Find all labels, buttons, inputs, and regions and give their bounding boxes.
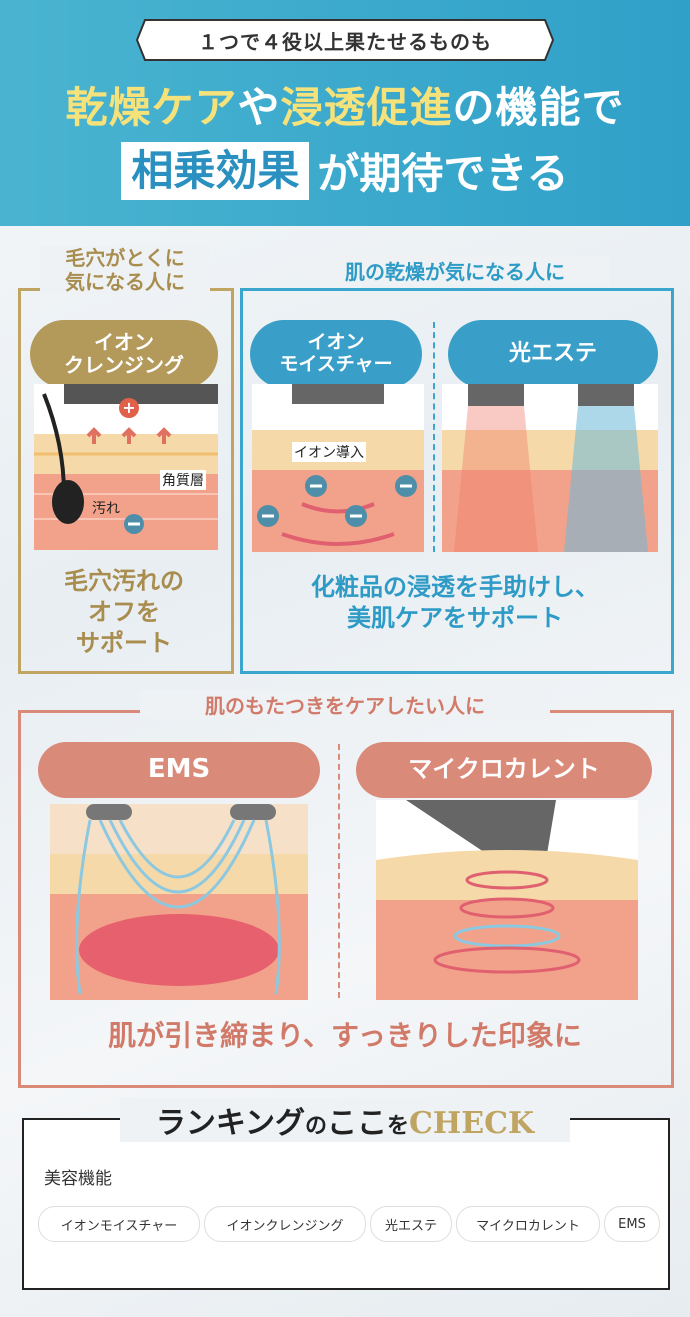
- section-beauty-functions: 美容機能: [44, 1169, 112, 1189]
- header-title-line2: 相乗効果 が期待できる: [0, 140, 690, 201]
- check-box: [22, 1118, 670, 1290]
- caption-dry: 化粧品の浸透を手助けし、 美肌ケアをサポート: [311, 573, 599, 633]
- illustration-microcurrent: [376, 800, 638, 1000]
- check-title-no: の: [305, 1114, 328, 1139]
- header-text-function: の機能で: [452, 83, 625, 132]
- illustration-pore: +: [34, 384, 218, 550]
- tag-light-esthe[interactable]: 光エステ: [370, 1206, 452, 1242]
- header-title-line1: 乾燥ケアや浸透促進の機能で: [0, 74, 690, 135]
- pill-ion-cleansing: イオン クレンジング: [30, 320, 218, 388]
- panel-dry-title: 肌の乾燥が気になる人に: [300, 256, 610, 285]
- header-highlight-penetration: 浸透促進: [280, 83, 453, 132]
- divider-sag: [338, 744, 340, 998]
- panel-sag-title: 肌のもたつきをケアしたい人に: [140, 690, 550, 719]
- pill-ion-moisture: イオン モイスチャー: [250, 320, 422, 388]
- illustration-light-esthe: [442, 384, 658, 552]
- panel-dry: [240, 288, 674, 674]
- tag-ion-moisture[interactable]: イオンモイスチャー: [38, 1206, 200, 1242]
- label-ion-introduction: イオン導入: [292, 442, 366, 462]
- tag-ems[interactable]: EMS: [604, 1206, 660, 1242]
- pill-microcurrent: マイクロカレント: [356, 742, 652, 798]
- illustration-ion-moisture: [252, 384, 424, 552]
- header-boxed-synergy: 相乗効果: [121, 141, 310, 200]
- caption-sag: 肌が引き締まり、すっきりした印象に: [108, 1019, 582, 1052]
- check-title: ランキングのここをCHECK: [120, 1098, 570, 1142]
- header-text-expected: が期待できる: [317, 149, 569, 198]
- check-title-check: CHECK: [409, 1106, 535, 1141]
- pill-ems: EMS: [38, 742, 320, 798]
- svg-text:+: +: [122, 398, 135, 417]
- caption-pore: 毛穴汚れの オフを サポート: [64, 567, 184, 658]
- label-stratum-corneum: 角質層: [160, 470, 206, 490]
- panel-pore-title: 毛穴がとくに 気になる人に: [40, 246, 210, 294]
- ribbon-shape: [135, 19, 555, 61]
- header-highlight-dry: 乾燥ケア: [65, 83, 238, 132]
- divider-dry: [433, 322, 435, 552]
- check-title-wo: を: [387, 1114, 410, 1139]
- tag-ion-cleansing[interactable]: イオンクレンジング: [204, 1206, 366, 1242]
- check-title-ranking: ランキング: [155, 1106, 306, 1141]
- tag-microcurrent[interactable]: マイクロカレント: [456, 1206, 600, 1242]
- header-ribbon-text: １つで４役以上果たせるものも: [198, 29, 492, 54]
- illustration-ems: [50, 804, 308, 1000]
- header-banner: １つで４役以上果たせるものも 乾燥ケアや浸透促進の機能で 相乗効果 が期待できる: [0, 0, 690, 226]
- pill-light-esthe: 光エステ: [448, 320, 658, 388]
- label-dirt: 汚れ: [92, 501, 120, 517]
- header-text-ya: や: [237, 83, 281, 132]
- check-title-koko: ここ: [327, 1106, 388, 1141]
